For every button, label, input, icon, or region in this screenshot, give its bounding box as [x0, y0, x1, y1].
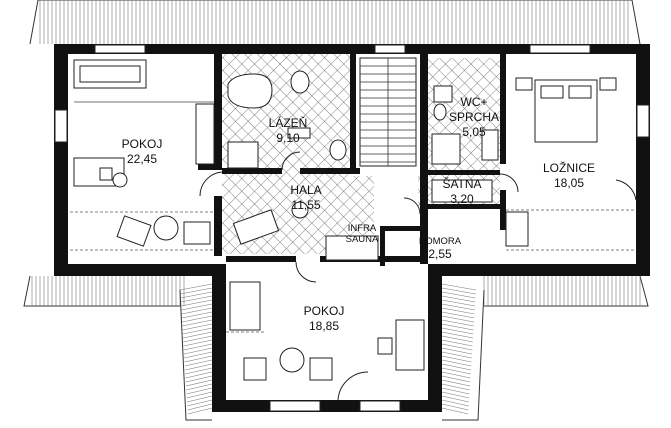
staircase: [359, 57, 417, 167]
room-area-loznice: 18,05: [554, 176, 584, 190]
room-area-satna: 3,20: [450, 192, 474, 206]
exterior-walls: [54, 44, 650, 412]
room-area-hala: 11,55: [291, 198, 320, 212]
room-name-satna: ŠATNA: [442, 176, 481, 191]
furniture: [70, 59, 636, 381]
windows: [54, 44, 650, 412]
room-name-lazen: LÁZEŇ: [269, 115, 308, 130]
room-name-komora: KOMORA: [419, 236, 462, 247]
room-name-pokoj-1: POKOJ: [122, 137, 163, 151]
room-name-hala: HALA: [290, 183, 321, 197]
room-area-pokoj-1: 22,45: [127, 152, 157, 166]
room-name-infra-sauna-line1: INFRA: [348, 223, 377, 234]
roof-overhang-top: [29, 0, 641, 45]
doors: [199, 151, 637, 401]
room-name-infra-sauna-line2: SAUNA: [346, 234, 379, 245]
roof-overhang-bottom: [23, 275, 649, 307]
room-name-loznice: LOŽNICE: [543, 160, 595, 175]
room-area-pokoj-2: 18,85: [309, 319, 339, 333]
room-area-lazen: 9,10: [276, 131, 300, 145]
room-labels: POKOJ 22,45 LÁZEŇ 9,10 WC+ SPRCHA 5,05 L…: [122, 95, 595, 333]
room-name-wc-sprcha-line1: WC+: [461, 95, 488, 109]
room-area-komora: 2,55: [428, 247, 452, 261]
room-name-wc-sprcha-line2: SPRCHA: [449, 110, 499, 124]
roof-overhang-right-wing: [441, 283, 485, 421]
roof-overhang-left-wing: [179, 283, 213, 421]
room-name-pokoj-2: POKOJ: [304, 304, 345, 318]
room-area-wc-sprcha: 5,05: [462, 125, 486, 139]
